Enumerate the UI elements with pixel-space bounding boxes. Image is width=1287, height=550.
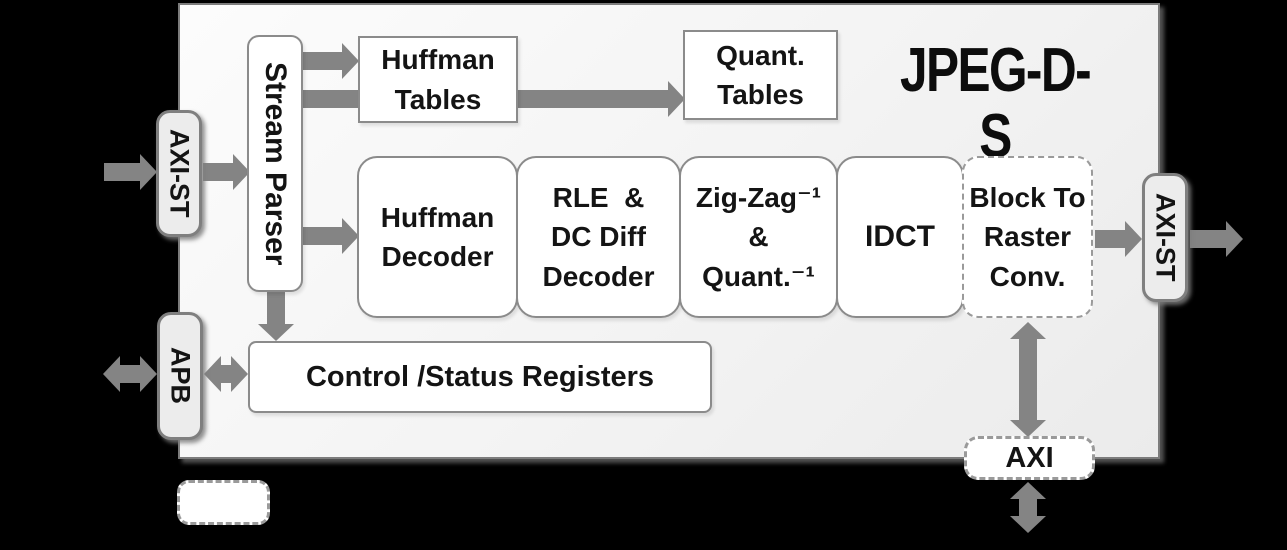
arrow-raster-axi-head-up — [1010, 322, 1046, 339]
axi-memory-label: AXI — [1005, 441, 1054, 474]
arrow-output-shaft — [1190, 230, 1226, 248]
control-status-registers-label: Control /Status Registers — [305, 360, 655, 393]
block-control-status-registers: Control /Status Registers — [248, 341, 712, 413]
block-to-raster-conv-label: Block To Raster Conv. — [969, 182, 1086, 292]
legend-dashed-box — [177, 480, 270, 525]
arrow-axi-ext-head-down — [1010, 516, 1046, 533]
rle-dc-diff-decoder-label: RLE & DC Diff Decoder — [542, 182, 655, 292]
arrow-axist-to-parser-shaft — [203, 163, 233, 181]
arrow-input-shaft — [104, 163, 140, 181]
zigzag-inv-quant-inv-label: Zig-Zag⁻¹ & Quant.⁻¹ — [695, 182, 822, 292]
arrow-parser-to-hufftables-shaft — [302, 52, 342, 70]
arrow-ext-apb-head-right — [140, 356, 157, 392]
stream-parser-label: Stream Parser — [259, 61, 292, 266]
arrow-output-head — [1226, 221, 1243, 257]
port-axi-st-in: AXI-ST — [156, 110, 202, 237]
block-huffman-decoder: Huffman Decoder — [357, 156, 518, 318]
arrow-raster-axi-shaft — [1019, 339, 1037, 420]
apb-label: APB — [165, 347, 196, 405]
axi-st-in-label: AXI-ST — [164, 129, 195, 218]
port-axi-memory: AXI — [964, 436, 1095, 480]
huffman-decoder-label: Huffman Decoder — [380, 201, 495, 272]
arrow-ext-apb-head-left — [103, 356, 120, 392]
arrow-input-head — [140, 154, 157, 190]
arrow-raster-axi-head-down — [1010, 420, 1046, 437]
quant-tables-label: Quant. Tables — [716, 39, 805, 110]
axi-st-out-label: AXI-ST — [1150, 193, 1181, 282]
port-apb: APB — [157, 312, 203, 440]
arrow-axi-ext-head-up — [1010, 482, 1046, 499]
arrow-apb-registers-head-left — [204, 356, 221, 392]
huffman-tables-label: Huffman Tables — [381, 44, 495, 115]
arrow-parser-to-huffdecoder-head — [342, 218, 359, 254]
port-axi-st-out: AXI-ST — [1142, 173, 1188, 302]
arrow-apb-registers-head-right — [231, 356, 248, 392]
arrow-parser-to-registers-shaft — [267, 292, 285, 324]
block-zigzag-inv-quant-inv: Zig-Zag⁻¹ & Quant.⁻¹ — [679, 156, 838, 318]
block-idct: IDCT — [836, 156, 964, 318]
arrow-parser-to-quanttables-head — [668, 81, 685, 117]
arrow-parser-to-hufftables-head — [342, 43, 359, 79]
block-block-to-raster-conv: Block To Raster Conv. — [962, 156, 1093, 318]
arrow-axi-ext-shaft — [1019, 499, 1037, 516]
block-quant-tables: Quant. Tables — [683, 30, 838, 120]
arrow-raster-to-axist-head — [1125, 221, 1142, 257]
arrow-apb-registers-shaft — [221, 365, 231, 383]
block-stream-parser: Stream Parser — [247, 35, 303, 292]
arrow-ext-apb-shaft — [120, 365, 140, 383]
idct-label: IDCT — [865, 220, 935, 253]
module-title: JPEG-D-S — [900, 36, 1092, 171]
arrow-raster-to-axist-shaft — [1095, 230, 1125, 248]
arrow-parser-to-registers-head — [258, 324, 294, 341]
block-huffman-tables: Huffman Tables — [358, 36, 518, 123]
arrow-parser-to-huffdecoder-shaft — [302, 227, 342, 245]
arrow-axist-to-parser-head — [233, 154, 250, 190]
block-rle-dc-diff-decoder: RLE & DC Diff Decoder — [516, 156, 681, 318]
